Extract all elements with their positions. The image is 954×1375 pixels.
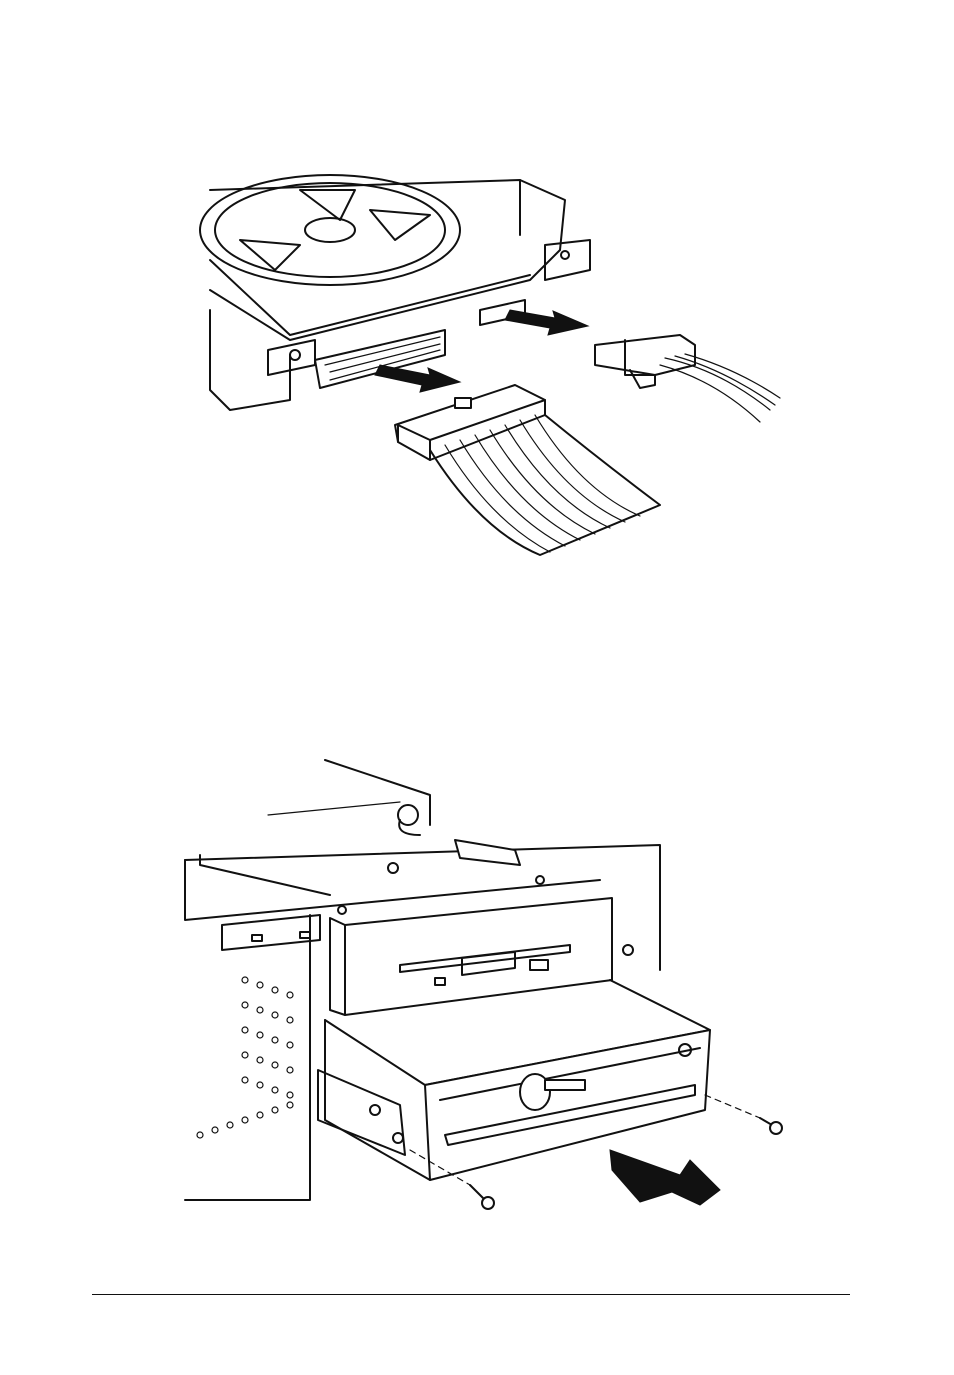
floppy-drive-removal-figure <box>0 740 954 1220</box>
footer-rule <box>92 1294 850 1295</box>
floppy-drive-3-5-icon <box>330 898 612 1015</box>
direction-arrow-icon <box>610 1150 720 1205</box>
power-connector-icon <box>595 335 780 422</box>
floppy-drive-illustration <box>0 740 954 1220</box>
ribbon-cable-connector-icon <box>395 385 660 555</box>
hard-disk-illustration <box>0 160 954 580</box>
hard-disk-cable-figure <box>0 160 954 580</box>
